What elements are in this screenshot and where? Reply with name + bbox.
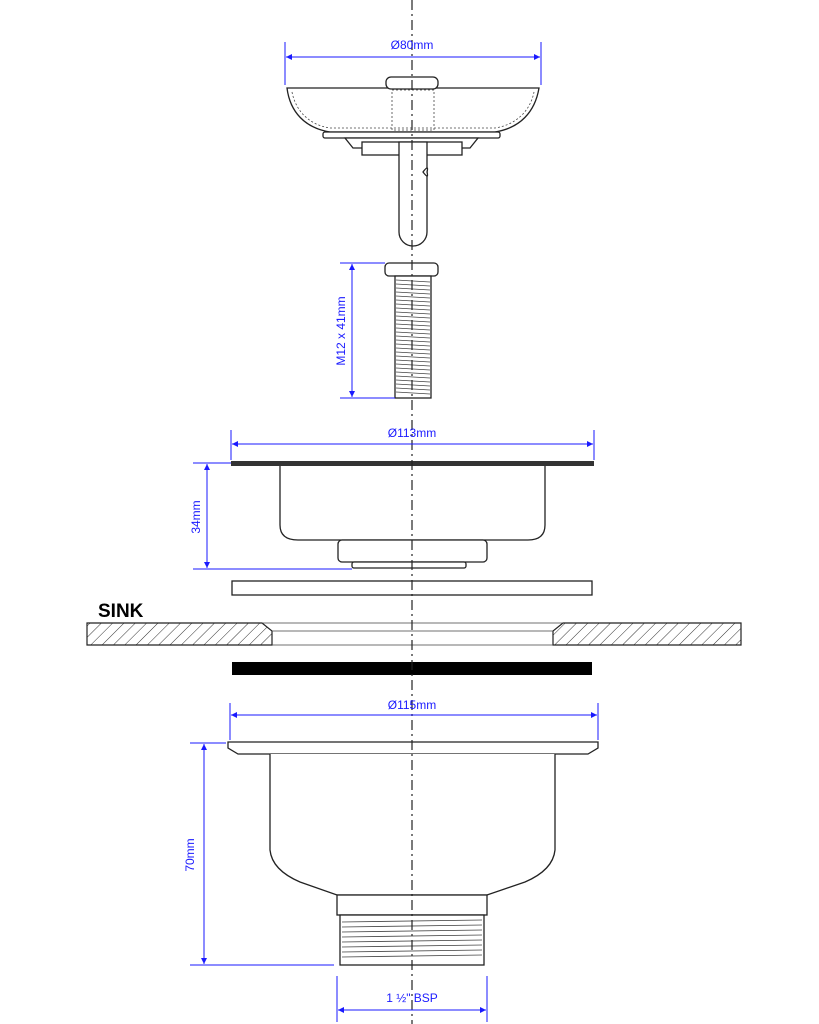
- bolt-thread-line: [395, 283, 431, 287]
- bolt-thread-line: [395, 307, 431, 311]
- bolt-thread-line: [395, 387, 431, 391]
- body-thread-line: [341, 929, 483, 933]
- bolt-thread-line: [395, 299, 431, 303]
- bolt-thread-line: [395, 295, 431, 299]
- sink-label: SINK: [98, 601, 144, 622]
- svg-text:Ø80mm: Ø80mm: [391, 38, 434, 52]
- svg-text:Ø113mm: Ø113mm: [388, 426, 436, 440]
- svg-text:70mm: 70mm: [183, 838, 197, 871]
- svg-text:34mm: 34mm: [189, 500, 203, 533]
- bolt-thread-line: [395, 383, 431, 387]
- bolt-thread-line: [395, 339, 431, 343]
- bolt-thread-line: [395, 359, 431, 363]
- svg-text:Ø115mm: Ø115mm: [388, 698, 436, 712]
- bolt-thread-line: [395, 323, 431, 327]
- bolt-thread-line: [395, 327, 431, 331]
- bolt-thread-line: [395, 335, 431, 339]
- svg-text:1 ½" BSP: 1 ½" BSP: [386, 991, 438, 1005]
- bolt-thread-line: [395, 355, 431, 359]
- bolt-thread-line: [395, 287, 431, 291]
- bolt-thread-line: [395, 363, 431, 367]
- bolt-thread-line: [395, 379, 431, 383]
- bolt-thread-line: [395, 391, 431, 395]
- bolt-thread-line: [395, 303, 431, 307]
- body-thread-line: [341, 949, 483, 953]
- sink-section: [86, 622, 742, 646]
- dimension-bolt-size: M12 x 41mm: [334, 262, 395, 399]
- dimension-flange-diameter: Ø113mm: [230, 426, 595, 460]
- dimension-thread: 1 ½" BSP: [336, 976, 488, 1022]
- dimension-flange-height: 34mm: [189, 462, 352, 570]
- bolt-thread-line: [395, 311, 431, 315]
- bolt-thread-line: [395, 279, 431, 283]
- bolt-thread-line: [395, 319, 431, 323]
- bolt-thread-line: [395, 347, 431, 351]
- dimension-body-height: 70mm: [183, 742, 334, 966]
- waste-body: [227, 741, 599, 966]
- bolt-thread-line: [395, 351, 431, 355]
- basket-strainer: [286, 76, 540, 247]
- bolt-thread-line: [395, 291, 431, 295]
- bolt-thread-line: [395, 331, 431, 335]
- bolt-thread-line: [395, 343, 431, 347]
- dimension-basket-diameter: Ø80mm: [284, 38, 542, 85]
- bolt-thread-line: [395, 367, 431, 371]
- svg-text:M12 x 41mm: M12 x 41mm: [334, 296, 348, 365]
- bolt-thread-line: [395, 371, 431, 375]
- bolt-thread-line: [395, 315, 431, 319]
- dimension-body-diameter: Ø115mm: [229, 698, 599, 740]
- bolt-thread-line: [395, 375, 431, 379]
